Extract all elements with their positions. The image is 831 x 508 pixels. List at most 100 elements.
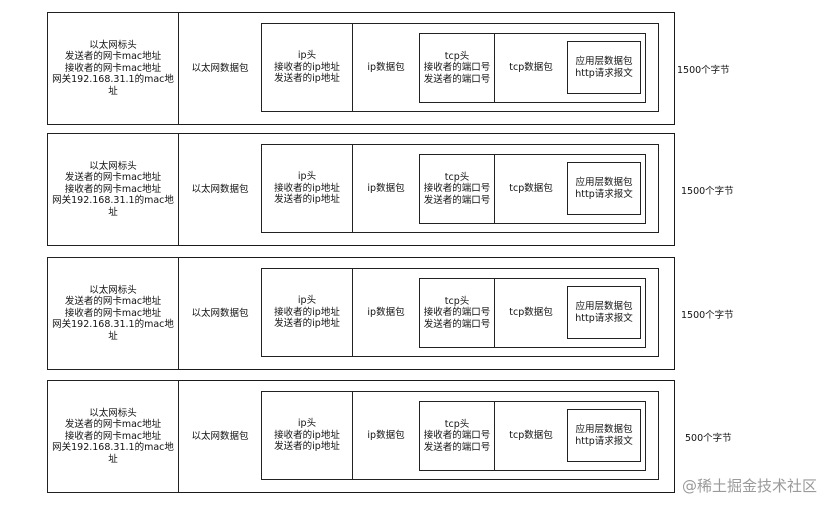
ethernet-header-label: 以太网标头发送者的网卡mac地址接收者的网卡mac地址网关192.168.31.… — [47, 133, 179, 246]
app-packet-box — [567, 409, 641, 462]
tcp-packet-label: tcp数据包 — [495, 401, 567, 471]
ip-header-label-line: 接收者的ip地址 — [274, 61, 340, 73]
ethernet-header-label-line: 发送者的网卡mac地址 — [64, 172, 162, 184]
ethernet-header-label-line: 接收者的网卡mac地址 — [64, 183, 162, 195]
tcp-header-label-line: 发送者的端口号 — [423, 73, 491, 85]
tcp-header-cell — [419, 401, 495, 471]
ip-header-cell — [261, 391, 353, 480]
ethernet-header-label-line: 址 — [108, 85, 118, 97]
ethernet-header-label-line: 网关192.168.31.1的mac地 — [52, 74, 174, 86]
ethernet-packet-label: 以太网数据包 — [181, 12, 259, 125]
ip-header-label-line: ip头 — [297, 171, 317, 183]
tcp-header-label-line: 发送者的端口号 — [423, 194, 491, 206]
tcp-packet-label-line: tcp数据包 — [509, 62, 553, 74]
ip-header-cell — [261, 144, 353, 233]
ip-header-label-line: 接收者的ip地址 — [274, 429, 340, 441]
tcp-packet-label-line: tcp数据包 — [509, 430, 553, 442]
packet-size-label: 1500个字节 — [681, 186, 734, 197]
app-packet-label-line: 应用层数据包 — [575, 56, 633, 67]
ip-packet-label-line: ip数据包 — [367, 306, 405, 318]
app-packet-box — [567, 41, 641, 94]
ethernet-packet-label: 以太网数据包 — [181, 380, 259, 493]
tcp-header-label-line: tcp头 — [444, 295, 470, 307]
ethernet-header-cell — [47, 257, 179, 370]
ethernet-header-label-line: 发送者的网卡mac地址 — [64, 419, 162, 431]
ip-header-label-line: 发送者的ip地址 — [274, 441, 340, 453]
tcp-header-label: tcp头接收者的端口号发送者的端口号 — [419, 401, 495, 471]
ip-header-label: ip头接收者的ip地址发送者的ip地址 — [261, 23, 353, 112]
tcp-header-label-line: 接收者的端口号 — [423, 62, 491, 74]
ethernet-header-label-line: 以太网标头 — [89, 160, 137, 172]
app-packet-label-line: http请求报文 — [575, 67, 633, 79]
tcp-header-label-line: tcp头 — [444, 418, 470, 430]
tcp-packet-label: tcp数据包 — [495, 154, 567, 224]
ip-header-cell — [261, 23, 353, 112]
app-packet-label-line: 应用层数据包 — [575, 424, 633, 435]
ethernet-header-label: 以太网标头发送者的网卡mac地址接收者的网卡mac地址网关192.168.31.… — [47, 12, 179, 125]
ethernet-header-label-line: 以太网标头 — [89, 407, 137, 419]
ethernet-header-label-line: 网关192.168.31.1的mac地 — [52, 442, 174, 454]
ip-header-label-line: 发送者的ip地址 — [274, 194, 340, 206]
app-packet-box — [567, 162, 641, 215]
tcp-header-label-line: tcp头 — [444, 171, 470, 183]
tcp-header-label: tcp头接收者的端口号发送者的端口号 — [419, 154, 495, 224]
ethernet-packet-label: 以太网数据包 — [181, 257, 259, 370]
ethernet-packet-label-line: 以太网数据包 — [191, 62, 249, 74]
tcp-header-cell — [419, 278, 495, 348]
ip-header-label: ip头接收者的ip地址发送者的ip地址 — [261, 144, 353, 233]
ethernet-header-label-line: 接收者的网卡mac地址 — [64, 307, 162, 319]
ip-header-label-line: ip头 — [297, 295, 317, 307]
tcp-header-label-line: 发送者的端口号 — [423, 441, 491, 453]
ip-packet-label: ip数据包 — [353, 144, 419, 233]
ethernet-header-label-line: 址 — [108, 206, 118, 218]
tcp-packet-label-line: tcp数据包 — [509, 183, 553, 195]
tcp-header-label-line: 接收者的端口号 — [423, 307, 491, 319]
ip-header-cell — [261, 268, 353, 357]
ethernet-header-label: 以太网标头发送者的网卡mac地址接收者的网卡mac地址网关192.168.31.… — [47, 380, 179, 493]
app-packet-box — [567, 286, 641, 339]
tcp-header-label-line: tcp头 — [444, 50, 470, 62]
app-packet-label-line: http请求报文 — [575, 188, 633, 200]
ip-header-label-line: 接收者的ip地址 — [274, 306, 340, 318]
ip-packet-label-line: ip数据包 — [367, 182, 405, 194]
ethernet-header-label-line: 接收者的网卡mac地址 — [64, 62, 162, 74]
ethernet-header-label-line: 发送者的网卡mac地址 — [64, 296, 162, 308]
ethernet-header-label-line: 以太网标头 — [89, 39, 137, 51]
ip-packet-label: ip数据包 — [353, 23, 419, 112]
ip-header-label-line: ip头 — [297, 50, 317, 62]
ethernet-packet-label-line: 以太网数据包 — [191, 307, 249, 319]
ip-header-label-line: 发送者的ip地址 — [274, 73, 340, 85]
ethernet-header-label-line: 网关192.168.31.1的mac地 — [52, 195, 174, 207]
packet-size-label: 500个字节 — [685, 433, 732, 444]
ip-header-label: ip头接收者的ip地址发送者的ip地址 — [261, 391, 353, 480]
ethernet-header-label-line: 网关192.168.31.1的mac地 — [52, 319, 174, 331]
tcp-header-label: tcp头接收者的端口号发送者的端口号 — [419, 33, 495, 103]
tcp-header-label: tcp头接收者的端口号发送者的端口号 — [419, 278, 495, 348]
app-packet-label-line: 应用层数据包 — [575, 177, 633, 188]
ethernet-header-label-line: 址 — [108, 453, 118, 465]
ip-packet-label: ip数据包 — [353, 391, 419, 480]
ethernet-header-label-line: 以太网标头 — [89, 284, 137, 296]
ip-header-label: ip头接收者的ip地址发送者的ip地址 — [261, 268, 353, 357]
ip-header-label-line: ip头 — [297, 418, 317, 430]
ethernet-header-label: 以太网标头发送者的网卡mac地址接收者的网卡mac地址网关192.168.31.… — [47, 257, 179, 370]
ip-packet-label-line: ip数据包 — [367, 429, 405, 441]
ethernet-packet-label-line: 以太网数据包 — [191, 430, 249, 442]
tcp-header-label-line: 接收者的端口号 — [423, 183, 491, 195]
ethernet-packet-label-line: 以太网数据包 — [191, 183, 249, 195]
packet-size-label: 1500个字节 — [677, 65, 730, 76]
ip-packet-label: ip数据包 — [353, 268, 419, 357]
ethernet-header-cell — [47, 133, 179, 246]
ethernet-packet-label: 以太网数据包 — [181, 133, 259, 246]
tcp-packet-label: tcp数据包 — [495, 278, 567, 348]
ip-packet-label-line: ip数据包 — [367, 61, 405, 73]
app-packet-label-line: http请求报文 — [575, 312, 633, 324]
app-packet-label-line: 应用层数据包 — [575, 301, 633, 312]
ethernet-header-label-line: 发送者的网卡mac地址 — [64, 51, 162, 63]
app-packet-label-line: http请求报文 — [575, 435, 633, 447]
ip-header-label-line: 发送者的ip地址 — [274, 318, 340, 330]
